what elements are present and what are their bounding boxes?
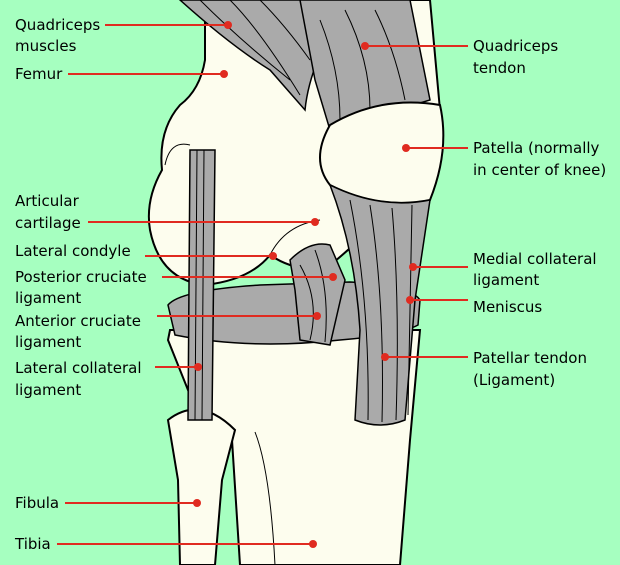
label-medial-collateral-2: ligament — [473, 271, 539, 289]
label-meniscus: Meniscus — [473, 298, 542, 316]
label-femur: Femur — [15, 65, 63, 83]
label-quadriceps-tendon-2: tendon — [473, 59, 526, 77]
cruciate-ligaments-shape — [289, 243, 346, 346]
label-anterior-cruciate-2: ligament — [15, 333, 81, 351]
label-patellar-tendon-2: (Ligament) — [473, 371, 555, 389]
label-anterior-cruciate-1: Anterior cruciate — [15, 312, 141, 330]
label-medial-collateral-1: Medial collateral — [473, 250, 597, 268]
label-patella-1: Patella (normally — [473, 139, 600, 157]
lateral-collateral-ligament-shape — [187, 149, 216, 421]
label-tibia: Tibia — [14, 535, 51, 553]
label-posterior-cruciate-1: Posterior cruciate — [15, 268, 147, 286]
label-patellar-tendon-1: Patellar tendon — [473, 349, 587, 367]
label-posterior-cruciate-2: ligament — [15, 289, 81, 307]
label-articular-cartilage-2: cartilage — [15, 214, 81, 232]
label-quadriceps-muscles-2: muscles — [15, 37, 77, 55]
label-patella-2: in center of knee) — [473, 161, 606, 179]
fibula-bone — [166, 408, 237, 565]
label-fibula: Fibula — [15, 494, 59, 512]
label-quadriceps-tendon-1: Quadriceps — [473, 37, 558, 55]
label-articular-cartilage-1: Articular — [15, 192, 80, 210]
label-quadriceps-muscles-1: Quadriceps — [15, 16, 100, 34]
leader-lines — [57, 21, 468, 548]
label-lateral-condyle: Lateral condyle — [15, 242, 131, 260]
label-lateral-collateral-2: ligament — [15, 381, 81, 399]
label-lateral-collateral-1: Lateral collateral — [15, 359, 142, 377]
